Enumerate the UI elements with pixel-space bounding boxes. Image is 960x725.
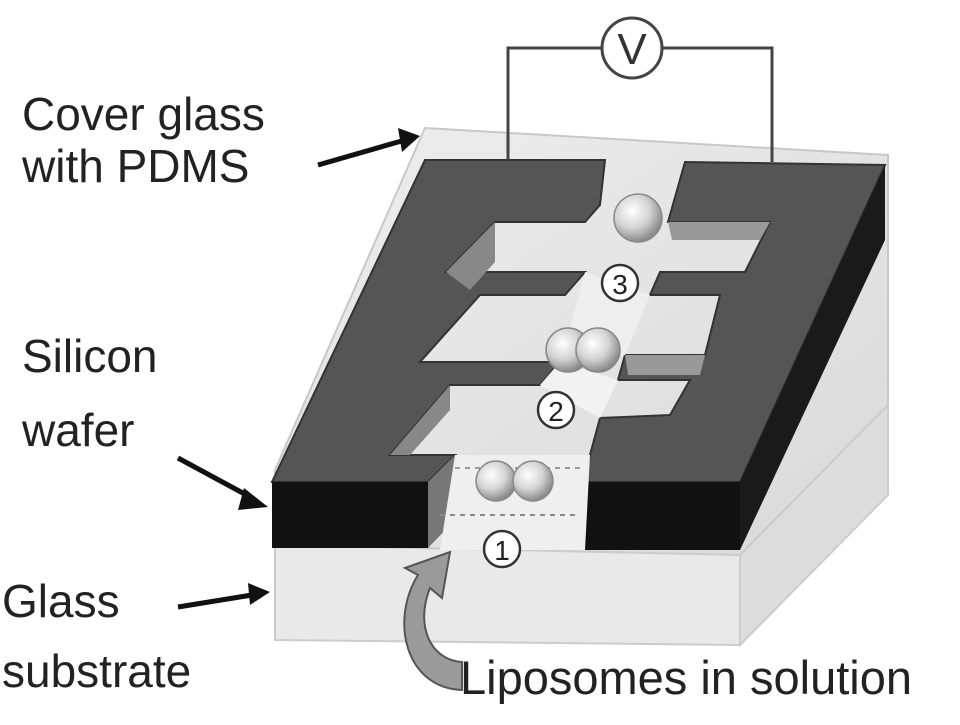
silicon-wafer-label: Silicon wafer <box>22 330 158 456</box>
silicon-wafer-label-line2: wafer <box>22 404 135 456</box>
voltmeter-icon <box>600 16 664 80</box>
pointer-arrows <box>176 128 420 610</box>
voltmeter-symbol: V <box>617 25 647 74</box>
silicon-wafer-arrow <box>176 455 254 501</box>
step-1-label: 1 <box>494 535 510 566</box>
cover-glass-arrow <box>317 137 406 168</box>
voltmeter-circuit: V <box>506 16 774 162</box>
liposome <box>575 327 621 373</box>
liposome <box>512 460 554 502</box>
glass-substrate-label-line1: Glass <box>2 575 120 627</box>
step-3-label: 3 <box>612 269 628 300</box>
liposome <box>475 460 517 502</box>
cover-glass-label-line1: Cover glass <box>22 88 265 140</box>
glass-substrate-arrow <box>177 592 253 610</box>
inflow-arrow <box>402 550 463 692</box>
liposomes <box>475 193 663 502</box>
liposomes-label: Liposomes in solution <box>460 651 912 704</box>
liposome <box>613 193 663 243</box>
glass-substrate-label-line2: substrate <box>2 645 192 697</box>
cover-glass-label-line2: with PDMS <box>22 140 250 192</box>
step-markers: 3 2 1 <box>482 263 640 569</box>
silicon-wafer-label-line1: Silicon <box>22 330 158 382</box>
glass-substrate-label: Glass substrate <box>2 575 191 697</box>
step-2-label: 2 <box>548 396 564 427</box>
cover-glass-label: Cover glass with PDMS <box>22 88 265 192</box>
